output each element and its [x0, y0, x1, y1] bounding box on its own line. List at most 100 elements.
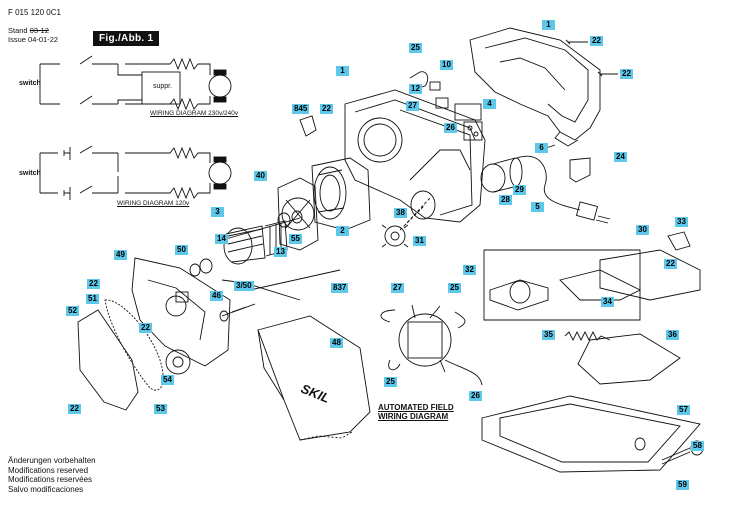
- legal-note-de: Änderungen vorbehalten: [8, 456, 96, 465]
- bearing-13: [277, 212, 291, 228]
- callout-58: 58: [691, 441, 704, 451]
- callout-52: 52: [66, 306, 79, 316]
- callout-1-cover: 1: [542, 20, 555, 30]
- pulley-54: [165, 349, 191, 375]
- callout-10: 10: [440, 60, 453, 70]
- callout-46: 46: [210, 291, 223, 301]
- callout-25-bottom: 25: [384, 377, 397, 387]
- clamp-33: [667, 231, 691, 251]
- callout-59: 59: [676, 480, 689, 490]
- stand-line: Stand 03-12: [8, 26, 58, 35]
- callout-50: 50: [175, 245, 188, 255]
- automated-field-title-line1: AUTOMATED FIELD: [378, 403, 454, 412]
- callout-845: 845: [292, 104, 310, 114]
- callout-1-housing: 1: [336, 66, 349, 76]
- callout-28: 28: [499, 195, 512, 205]
- stand-date: 03-12: [29, 26, 49, 35]
- callout-22-cover: 22: [68, 404, 81, 414]
- callout-27-field: 27: [391, 283, 404, 293]
- cord-clip: [569, 157, 591, 183]
- callout-26-bottom: 26: [469, 391, 482, 401]
- callout-6: 6: [535, 143, 548, 153]
- callout-53: 53: [154, 404, 167, 414]
- callout-55: 55: [289, 234, 302, 244]
- callout-14: 14: [215, 234, 228, 244]
- housing-cover: [469, 27, 601, 147]
- callout-25-right: 25: [448, 283, 461, 293]
- legal-note-en: Modifications reserved: [8, 465, 89, 475]
- callout-5: 5: [531, 202, 544, 212]
- switch-label-1: switch: [19, 80, 41, 87]
- armature: [221, 217, 301, 265]
- legal-notes: Änderungen vorbehalten Modifications res…: [8, 456, 96, 494]
- part-845: [299, 115, 317, 137]
- callout-24: 24: [614, 152, 627, 162]
- belt-cover: [77, 309, 139, 411]
- legal-note-fr: Modifications reservées: [8, 475, 93, 484]
- callout-22-top: 22: [590, 36, 603, 46]
- callout-2: 2: [336, 226, 349, 236]
- callout-837: 837: [331, 283, 349, 293]
- automated-field-diagram: [380, 304, 483, 386]
- issue-date: 04-01-22: [28, 35, 59, 44]
- callout-4: 4: [483, 99, 496, 109]
- screw-58: [661, 447, 691, 465]
- brush-12: [429, 81, 441, 91]
- shaft-46: [221, 303, 256, 317]
- drive-belt-line: [399, 197, 431, 231]
- callout-27-top: 27: [406, 101, 419, 111]
- washer-50: [189, 263, 201, 277]
- callout-25-top: 25: [409, 43, 422, 53]
- callout-34: 34: [601, 297, 614, 307]
- field-stator: [311, 157, 371, 231]
- document-code: F 015 120 0C1: [8, 8, 61, 17]
- brush-holder-27: [435, 97, 449, 109]
- washer-55: [291, 210, 303, 224]
- revision-block: Stand 03-12 Issue 04-01-22: [8, 26, 58, 44]
- callout-36: 36: [666, 330, 679, 340]
- pressure-plate: [577, 333, 681, 385]
- callout-22-base: 22: [664, 259, 677, 269]
- callout-13: 13: [274, 247, 287, 257]
- figure-label: Fig./Abb. 1: [93, 31, 160, 46]
- fan-guide: [277, 177, 319, 251]
- callout-54: 54: [161, 375, 174, 385]
- callout-22-845: 22: [320, 104, 333, 114]
- callout-31: 31: [413, 236, 426, 246]
- callout-33: 33: [675, 217, 688, 227]
- wiring-diagram-120-title: WIRING DIAGRAM 120v: [117, 200, 190, 207]
- toothed-belt: [104, 299, 164, 391]
- gear-housing: [131, 257, 231, 367]
- callout-26-top: 26: [444, 123, 457, 133]
- callout-22-mid: 22: [620, 69, 633, 79]
- issue-line: Issue 04-01-22: [8, 35, 58, 44]
- issue-label: Issue: [8, 35, 26, 44]
- switch-assembly: [454, 103, 483, 141]
- stand-label: Stand: [8, 26, 28, 35]
- suppressor-label: suppr.: [153, 83, 173, 90]
- bearing-14: [199, 258, 213, 274]
- bag-logo: SKIL: [299, 381, 332, 406]
- wiring-diagram-230v: [39, 55, 232, 111]
- switch-label-2: switch: [19, 170, 41, 177]
- wiring-diagram-230-title: WIRING DIAGRAM 230v/240v: [150, 110, 239, 117]
- callout-40: 40: [254, 171, 267, 181]
- callout-22-housing: 22: [87, 279, 100, 289]
- drive-gear: [381, 224, 409, 248]
- callout-3-50: 3/50: [234, 281, 254, 291]
- base-frame: [481, 395, 701, 473]
- screw-22-top: [565, 39, 588, 45]
- callout-57: 57: [677, 405, 690, 415]
- spring-25: [409, 71, 429, 91]
- callout-30: 30: [636, 225, 649, 235]
- main-housing: [344, 89, 486, 223]
- callout-49: 49: [114, 250, 127, 260]
- callout-38: 38: [394, 208, 407, 218]
- automated-field-title-line2: WIRING DIAGRAM: [378, 412, 449, 421]
- dust-bag: [257, 315, 371, 441]
- wiring-diagram-120v: [39, 145, 232, 200]
- base-plate-inset: [483, 249, 701, 321]
- callout-32: 32: [463, 265, 476, 275]
- callout-3: 3: [211, 207, 224, 217]
